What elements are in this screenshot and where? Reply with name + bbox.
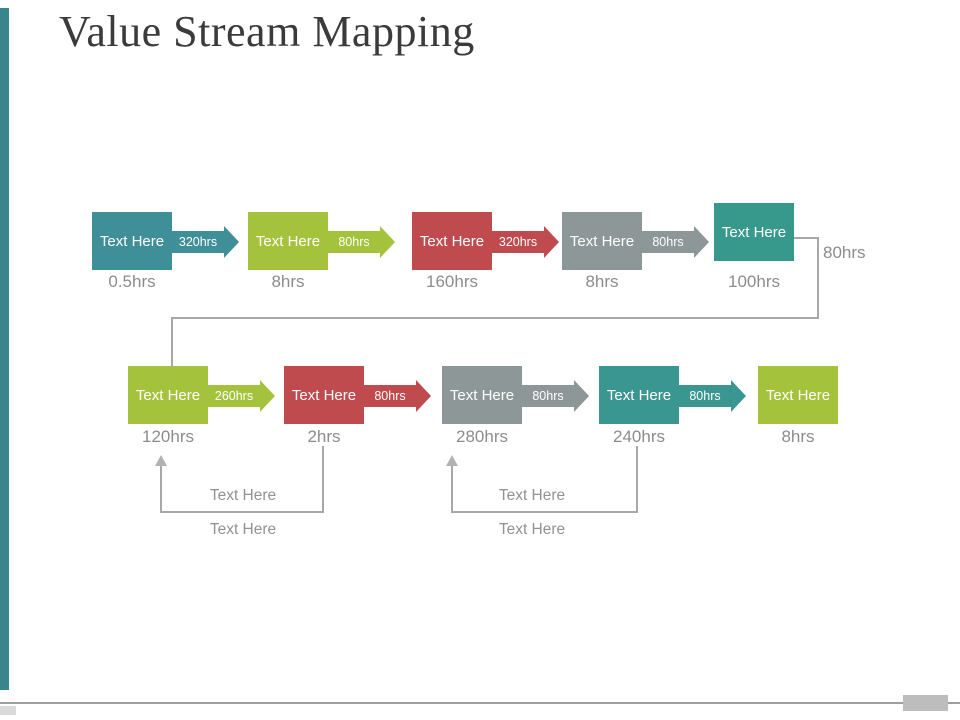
row2-time-label-3: 280hrs (456, 427, 508, 446)
arrow-duration-label: 80hrs (532, 389, 564, 403)
row1-arrow-tip-3 (544, 226, 559, 258)
row1-process-box-1: Text Here (92, 212, 172, 270)
row2-arrow-2: 80hrs (364, 385, 416, 407)
feedback-loop-1-label-2: Text Here (209, 521, 277, 538)
row1-process-box-2: Text Here (248, 212, 328, 270)
row1-time-label-1: 0.5hrs (108, 272, 156, 291)
connector-line-h2 (171, 317, 819, 319)
connector-line-v2 (171, 317, 173, 367)
arrow-duration-label: 320hrs (498, 235, 538, 249)
arrow-duration-label: 80hrs (689, 389, 721, 403)
feedback-loop-2-label-2: Text Here (498, 521, 566, 538)
process-box-label: Text Here (135, 386, 201, 404)
row1-arrow-tip-1 (224, 226, 239, 258)
row1-time-label-3: 160hrs (426, 272, 478, 291)
arrow-duration-label: 80hrs (374, 389, 406, 403)
process-box-label: Text Here (449, 386, 515, 404)
row2-process-box-3: Text Here (442, 366, 522, 424)
feedback-left-stem-2 (451, 466, 453, 513)
row1-arrow-1: 320hrs (172, 231, 224, 253)
feedback-right-stem-1 (322, 446, 324, 513)
process-box-label: Text Here (99, 232, 165, 250)
row1-process-box-3: Text Here (412, 212, 492, 270)
process-box-label: Text Here (255, 232, 321, 250)
row2-process-box-1: Text Here (128, 366, 208, 424)
feedback-right-stem-2 (636, 446, 638, 513)
connector-time-label: 80hrs (823, 243, 866, 262)
row2-time-label-1: 120hrs (142, 427, 194, 446)
row1-time-label-2: 8hrs (271, 272, 305, 291)
slide-title: Value Stream Mapping (59, 7, 475, 56)
process-box-label: Text Here (291, 386, 357, 404)
row2-arrow-tip-2 (416, 380, 431, 412)
feedback-loop-2-label-1: Text Here (498, 487, 566, 504)
row2-arrow-tip-3 (574, 380, 589, 412)
process-box-label: Text Here (419, 232, 485, 250)
row1-arrow-4: 80hrs (642, 231, 694, 253)
accent-bar (0, 8, 9, 690)
row1-arrow-2: 80hrs (328, 231, 380, 253)
row2-time-label-5: 8hrs (781, 427, 815, 446)
row2-arrow-tip-4 (731, 380, 746, 412)
feedback-bottom-line-1 (160, 511, 324, 513)
row1-arrow-3: 320hrs (492, 231, 544, 253)
row2-arrow-tip-1 (260, 380, 275, 412)
connector-line-v1 (817, 237, 819, 319)
row2-arrow-4: 80hrs (679, 385, 731, 407)
arrow-duration-label: 320hrs (178, 235, 218, 249)
process-box-label: Text Here (765, 386, 831, 404)
bottom-right-marker (903, 695, 948, 711)
process-box-label: Text Here (606, 386, 672, 404)
feedback-left-stem-1 (160, 466, 162, 513)
row2-time-label-2: 2hrs (307, 427, 341, 446)
arrow-duration-label: 80hrs (338, 235, 370, 249)
row2-arrow-3: 80hrs (522, 385, 574, 407)
feedback-bottom-line-2 (451, 511, 638, 513)
row1-arrow-tip-2 (380, 226, 395, 258)
row2-process-box-2: Text Here (284, 366, 364, 424)
row1-process-box-4: Text Here (562, 212, 642, 270)
arrow-duration-label: 260hrs (214, 389, 254, 403)
bottom-divider (0, 702, 960, 704)
feedback-loop-1-label-1: Text Here (209, 487, 277, 504)
row2-time-label-4: 240hrs (613, 427, 665, 446)
row1-process-box-5: Text Here (714, 203, 794, 261)
feedback-up-arrow-icon-1 (155, 455, 167, 466)
row2-process-box-5: Text Here (758, 366, 838, 424)
connector-line-h1 (794, 237, 819, 239)
process-box-label: Text Here (721, 223, 787, 241)
process-box-label: Text Here (569, 232, 635, 250)
bottom-left-marker (0, 706, 16, 715)
row1-time-label-5: 100hrs (728, 272, 780, 291)
feedback-up-arrow-icon-2 (446, 455, 458, 466)
row2-arrow-1: 260hrs (208, 385, 260, 407)
arrow-duration-label: 80hrs (652, 235, 684, 249)
row1-time-label-4: 8hrs (585, 272, 619, 291)
row1-arrow-tip-4 (694, 226, 709, 258)
row2-process-box-4: Text Here (599, 366, 679, 424)
